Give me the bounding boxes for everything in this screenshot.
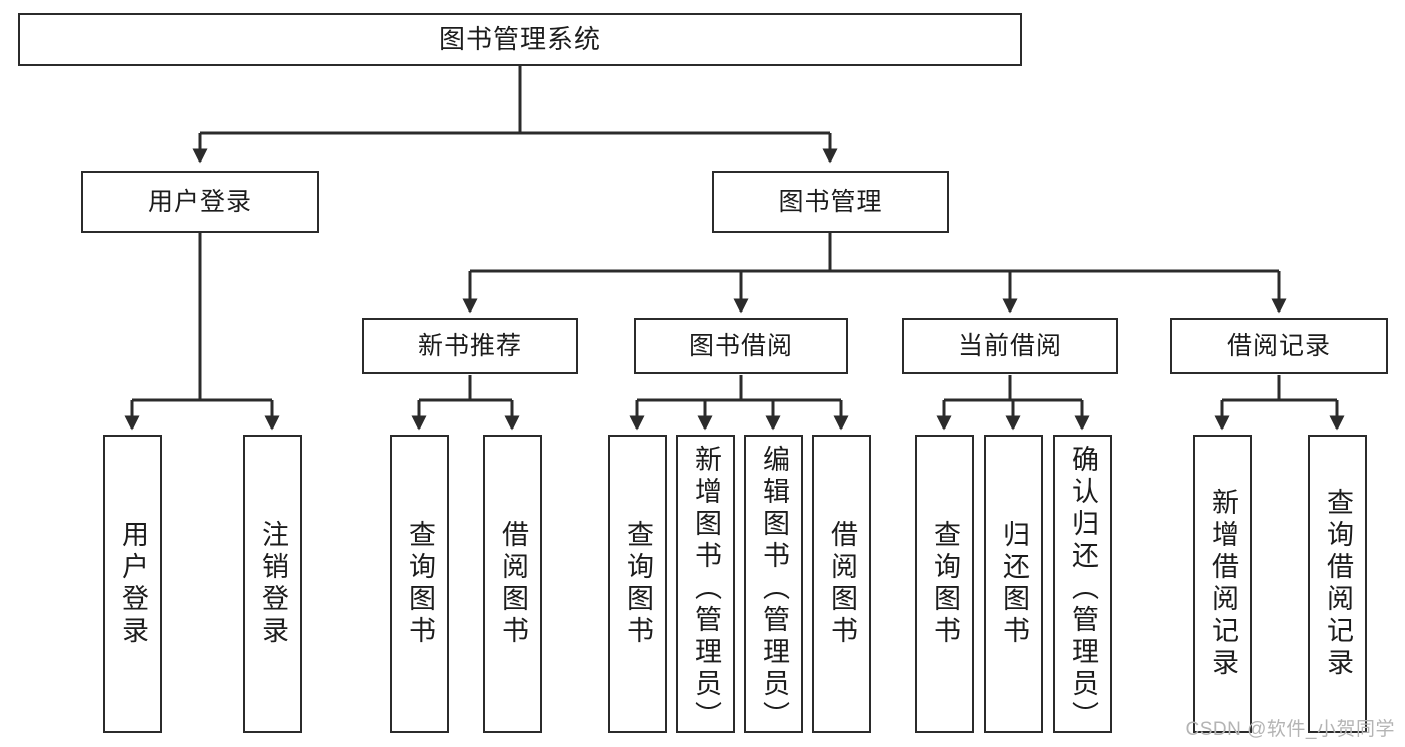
leaf-borrow-record-add[interactable]: 新增借阅记录 — [1193, 435, 1252, 733]
node-label: 用户登录 — [147, 187, 252, 216]
node-label: 归还图书 — [999, 520, 1029, 648]
leaf-current-borrow-confirm-return[interactable]: 确认归还（管理员） — [1053, 435, 1112, 733]
node-borrow-record[interactable]: 借阅记录 — [1170, 318, 1388, 374]
leaf-book-borrow-edit[interactable]: 编辑图书（管理员） — [744, 435, 803, 733]
node-label: 当前借阅 — [957, 331, 1062, 360]
node-label: 确认归还（管理员） — [1068, 445, 1098, 733]
node-label: 图书管理 — [778, 187, 883, 216]
leaf-book-borrow-borrow[interactable]: 借阅图书 — [812, 435, 871, 733]
node-label: 借阅记录 — [1226, 331, 1331, 360]
node-label: 图书管理系统 — [438, 23, 601, 54]
leaf-new-book-borrow[interactable]: 借阅图书 — [483, 435, 542, 733]
leaf-new-book-query[interactable]: 查询图书 — [390, 435, 449, 733]
leaf-book-borrow-add[interactable]: 新增图书（管理员） — [676, 435, 735, 733]
node-current-borrow[interactable]: 当前借阅 — [902, 318, 1118, 374]
node-label: 查询图书 — [623, 520, 653, 648]
node-label: 查询图书 — [405, 520, 435, 648]
node-label: 用户登录 — [118, 520, 148, 648]
node-label: 查询图书 — [930, 520, 960, 648]
node-label: 注销登录 — [258, 520, 288, 648]
node-root-system[interactable]: 图书管理系统 — [18, 13, 1022, 66]
node-label: 查询借阅记录 — [1323, 488, 1353, 680]
node-label: 新增借阅记录 — [1208, 488, 1238, 680]
leaf-current-borrow-query[interactable]: 查询图书 — [915, 435, 974, 733]
node-book-borrow[interactable]: 图书借阅 — [634, 318, 848, 374]
leaf-user-login-login[interactable]: 用户登录 — [103, 435, 162, 733]
leaf-book-borrow-query[interactable]: 查询图书 — [608, 435, 667, 733]
node-user-login[interactable]: 用户登录 — [81, 171, 319, 233]
node-new-book-recommend[interactable]: 新书推荐 — [362, 318, 578, 374]
leaf-user-login-logout[interactable]: 注销登录 — [243, 435, 302, 733]
watermark-text: CSDN @软件_小贺同学 — [1185, 719, 1395, 740]
leaf-current-borrow-return[interactable]: 归还图书 — [984, 435, 1043, 733]
node-label: 借阅图书 — [827, 520, 857, 648]
node-label: 借阅图书 — [498, 520, 528, 648]
node-label: 图书借阅 — [688, 331, 793, 360]
node-book-management[interactable]: 图书管理 — [712, 171, 949, 233]
node-label: 新书推荐 — [417, 331, 522, 360]
node-label: 编辑图书（管理员） — [759, 445, 789, 733]
node-label: 新增图书（管理员） — [691, 445, 721, 733]
leaf-borrow-record-query[interactable]: 查询借阅记录 — [1308, 435, 1367, 733]
